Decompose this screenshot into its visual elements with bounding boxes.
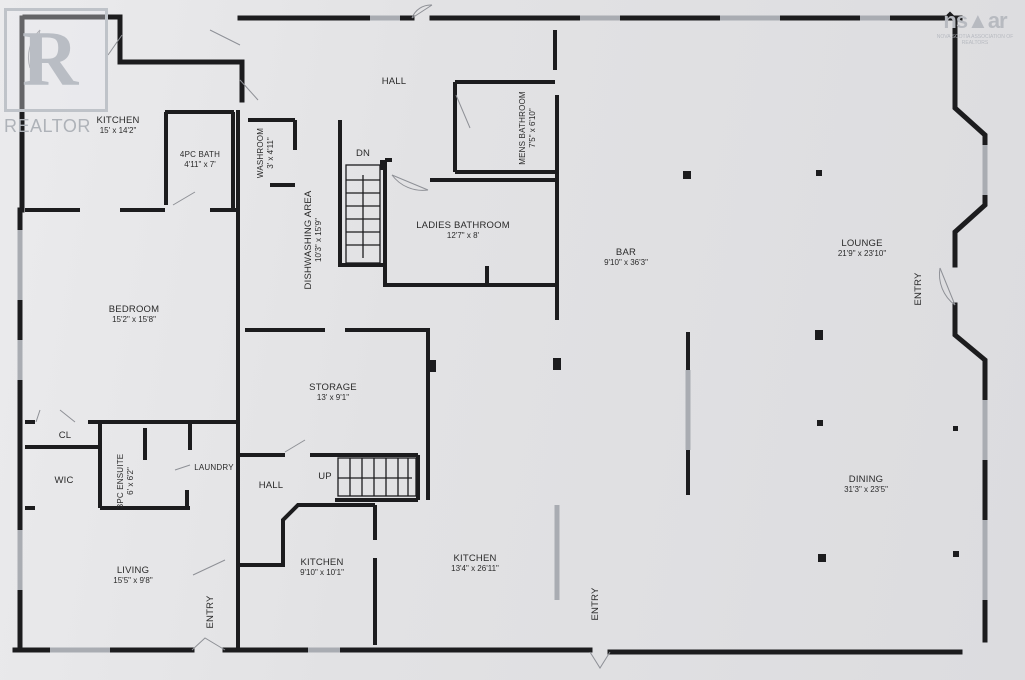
room-name: 4PC BATH [179,150,221,159]
room-dimensions: 13' x 9'1" [316,393,350,402]
room-name: CL [58,430,72,441]
windows [17,15,988,653]
room-name: HALL [258,480,284,491]
room-washroom: WASHROOM 3' x 4'11" [256,128,276,178]
room-name: STORAGE [309,382,357,393]
entry-label: ENTRY [590,587,601,621]
room-name: HALL [381,76,407,87]
entry-label: ENTRY [205,595,216,629]
room-dimensions: 15'2" x 15'8" [112,315,156,324]
entry-bottom-left-label: ENTRY [205,595,216,629]
room-3pc-ensuite: 3PC ENSUITE 6' x 6'2" [116,454,136,509]
room-dishwashing-area: DISHWASHING AREA 10'3" x 15'9" [303,190,324,290]
room-dimensions: 13'4" x 26'11" [451,564,499,573]
association-logo: ns▲ar NOVA SCOTIA ASSOCIATION OF REALTOR… [930,8,1020,46]
entry-bottom-middle-label: ENTRY [590,587,601,621]
stair-down-label: DN [356,149,370,159]
room-name: MENS BATHROOM [518,91,527,165]
room-living: LIVING 15'5" x 9'8" [113,566,152,586]
door-swings [27,4,956,669]
room-kitchen-small: KITCHEN 9'10" x 10'1" [300,558,344,578]
room-name: WASHROOM [256,127,265,179]
room-name: KITCHEN [300,557,344,568]
room-dimensions: 3' x 4'11" [266,137,275,169]
room-lounge: LOUNGE 21'9" x 23'10" [838,239,886,259]
room-dimensions: 7'5" x 6'10" [528,108,537,148]
room-bedroom: BEDROOM 15'2" x 15'8" [109,305,160,325]
room-hall-top: HALL [382,77,407,87]
room-dimensions: 9'10" x 36'3" [604,258,648,267]
room-name: KITCHEN [453,553,497,564]
room-name: WIC [54,475,74,486]
room-name: LOUNGE [841,238,883,249]
room-mens-bathroom: MENS BATHROOM 7'5" x 6'10" [518,91,538,165]
room-name: LAUNDRY [194,463,234,472]
interior-walls [25,30,690,648]
room-closet: CL [59,431,72,441]
room-kitchen-top-left: KITCHEN 15' x 14'2" [96,116,139,136]
room-name: LIVING [116,565,150,576]
room-dimensions: 4'11" x 7' [184,160,216,169]
room-kitchen-large: KITCHEN 13'4" x 26'11" [451,554,499,574]
exterior-walls [12,11,988,655]
room-4pc-bath: 4PC BATH 4'11" x 7' [180,150,220,170]
room-dimensions: 6' x 6'2" [126,467,135,495]
realtor-r-mark: R [22,15,79,102]
association-text: NOVA SCOTIA ASSOCIATION OF REALTORS [936,34,1014,46]
room-name: DINING [848,474,884,485]
room-hall-lower: HALL [259,481,284,491]
room-name: UP [318,471,332,482]
room-laundry: LAUNDRY [194,463,234,473]
room-bar: BAR 9'10" x 36'3" [604,248,648,268]
room-name: DN [355,148,371,159]
room-dimensions: 12'7" x 8' [446,231,480,240]
room-dimensions: 31'3" x 23'5" [844,485,888,494]
room-dining: DINING 31'3" x 23'5" [844,475,888,495]
entry-label: ENTRY [913,272,924,306]
realtor-logo-box [4,8,108,112]
room-dimensions: 15' x 14'2" [99,126,137,135]
room-dimensions: 9'10" x 10'1" [300,568,344,577]
room-name: BEDROOM [108,304,160,315]
room-name: KITCHEN [96,115,140,126]
realtor-logo-text: REALTOR [4,116,91,136]
stair-up-label: UP [318,472,332,482]
room-ladies-bathroom: LADIES BATHROOM 12'7" x 8' [416,221,510,241]
columns [380,160,959,562]
room-name: 3PC ENSUITE [116,453,125,509]
stairs [337,164,417,497]
room-dimensions: 21'9" x 23'10" [837,249,887,258]
room-storage: STORAGE 13' x 9'1" [309,383,357,403]
association-mark: ns▲ar [943,8,1007,33]
room-dimensions: 15'5" x 9'8" [113,576,153,585]
realtor-logo: R REALTOR [0,8,108,136]
room-name: LADIES BATHROOM [416,220,510,231]
room-name: DISHWASHING AREA [303,190,314,290]
entry-right-label: ENTRY [913,272,924,306]
room-walk-in-closet: WIC [54,476,73,486]
room-dimensions: 10'3" x 15'9" [314,218,323,262]
room-name: BAR [615,247,637,258]
